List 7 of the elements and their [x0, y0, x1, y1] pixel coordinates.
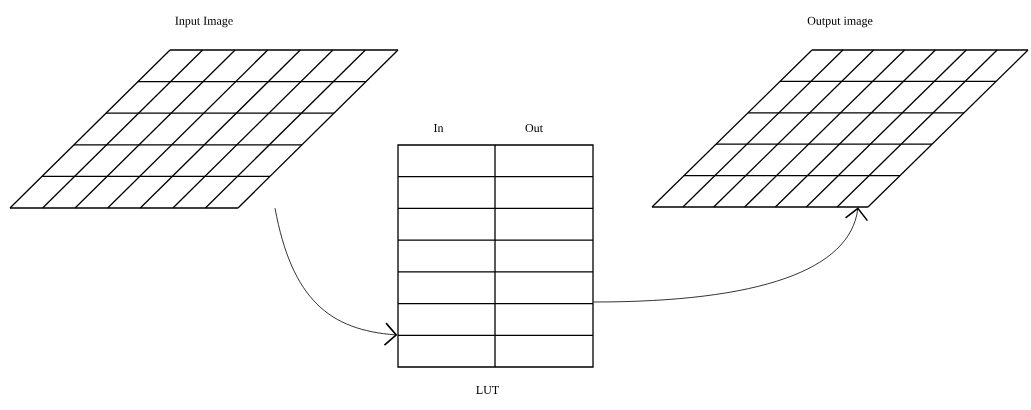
image-title: Input Image — [175, 16, 233, 28]
curved-arrow — [274, 207, 398, 346]
column-header: In — [433, 124, 444, 132]
curved-arrow — [593, 207, 869, 303]
column-header: Out — [525, 123, 543, 133]
image-title: Output image — [807, 16, 873, 28]
table-caption: LUT — [476, 386, 499, 394]
